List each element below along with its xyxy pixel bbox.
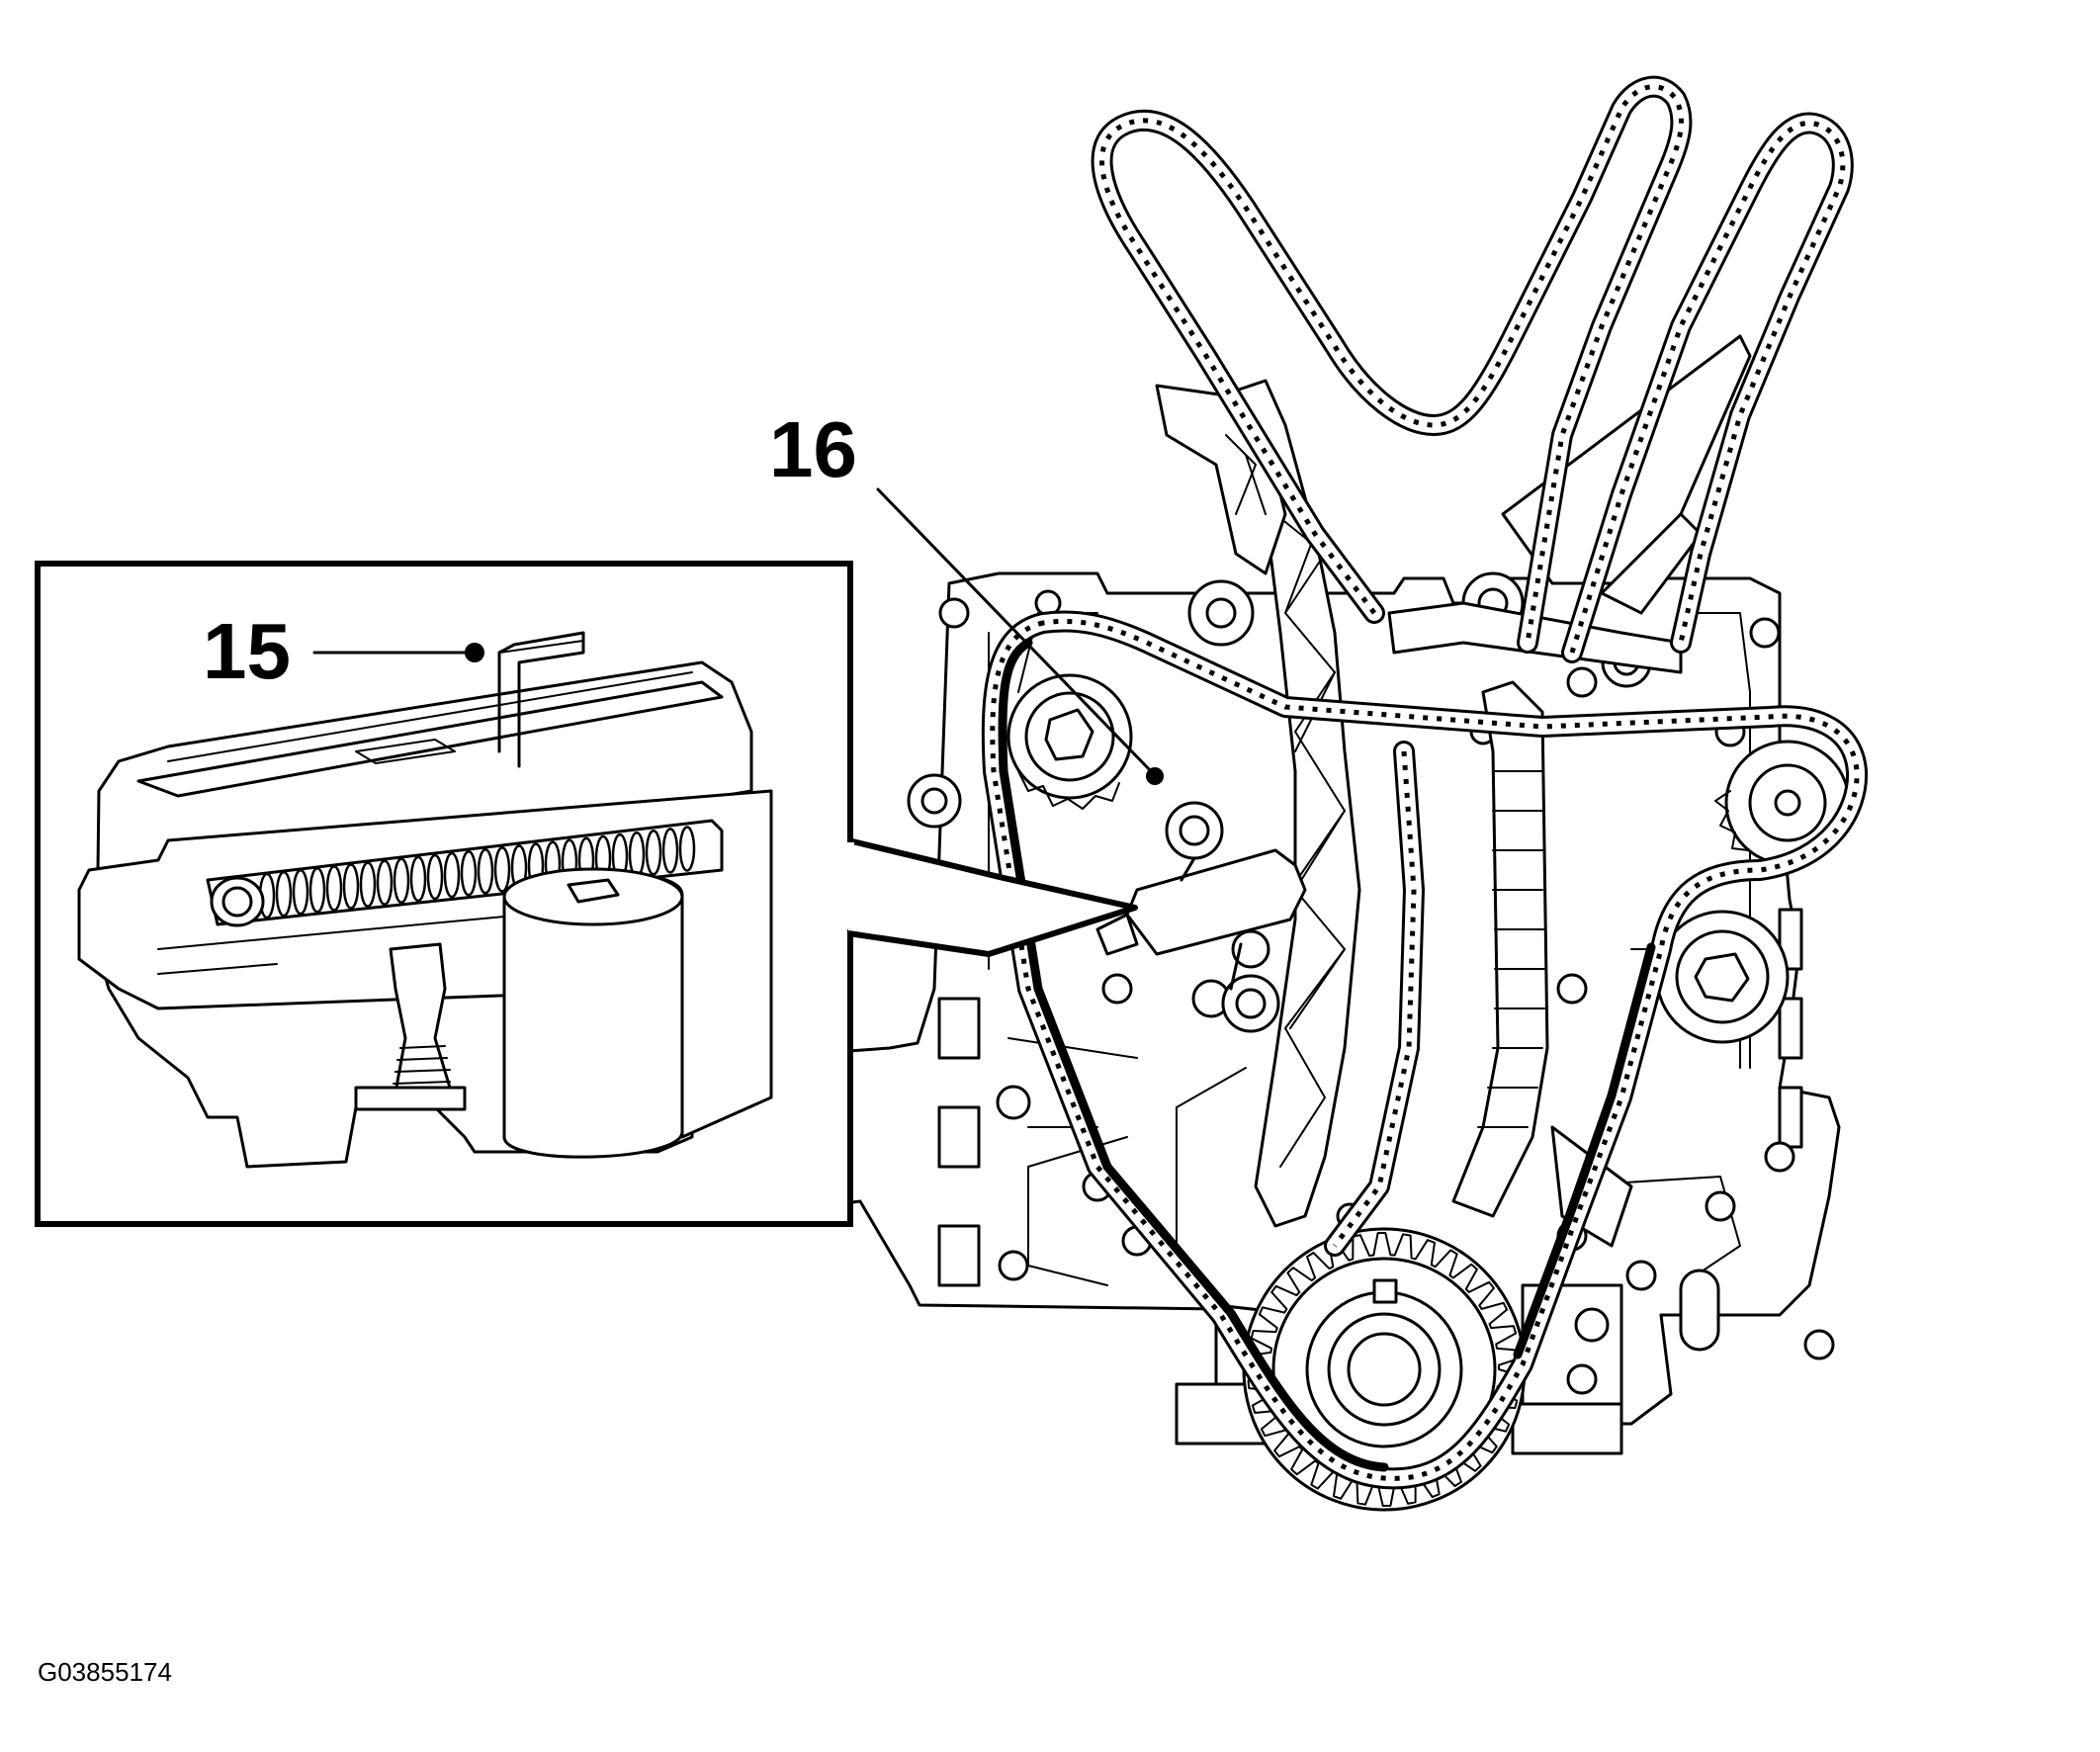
upper-left-sprocket [1006, 673, 1133, 810]
inset-detail: 15 [35, 561, 1138, 1227]
callout-15: 15 [203, 607, 475, 695]
timing-chain-upper [1091, 75, 1854, 1257]
callout-15-label: 15 [203, 607, 291, 695]
inset-pointer-arrow [847, 837, 1138, 957]
timing-chain-lower [981, 610, 1869, 1490]
sprockets [1006, 673, 1851, 1512]
figure-code: G03855174 [38, 1657, 172, 1687]
callout-16-label: 16 [769, 405, 857, 493]
tensioner-cutaway [77, 631, 773, 1169]
chain-tensioner [1095, 767, 1307, 1033]
callout-15-point [465, 643, 484, 662]
lower-right-idler [1655, 910, 1790, 1044]
callout-16: 16 [769, 405, 1155, 775]
